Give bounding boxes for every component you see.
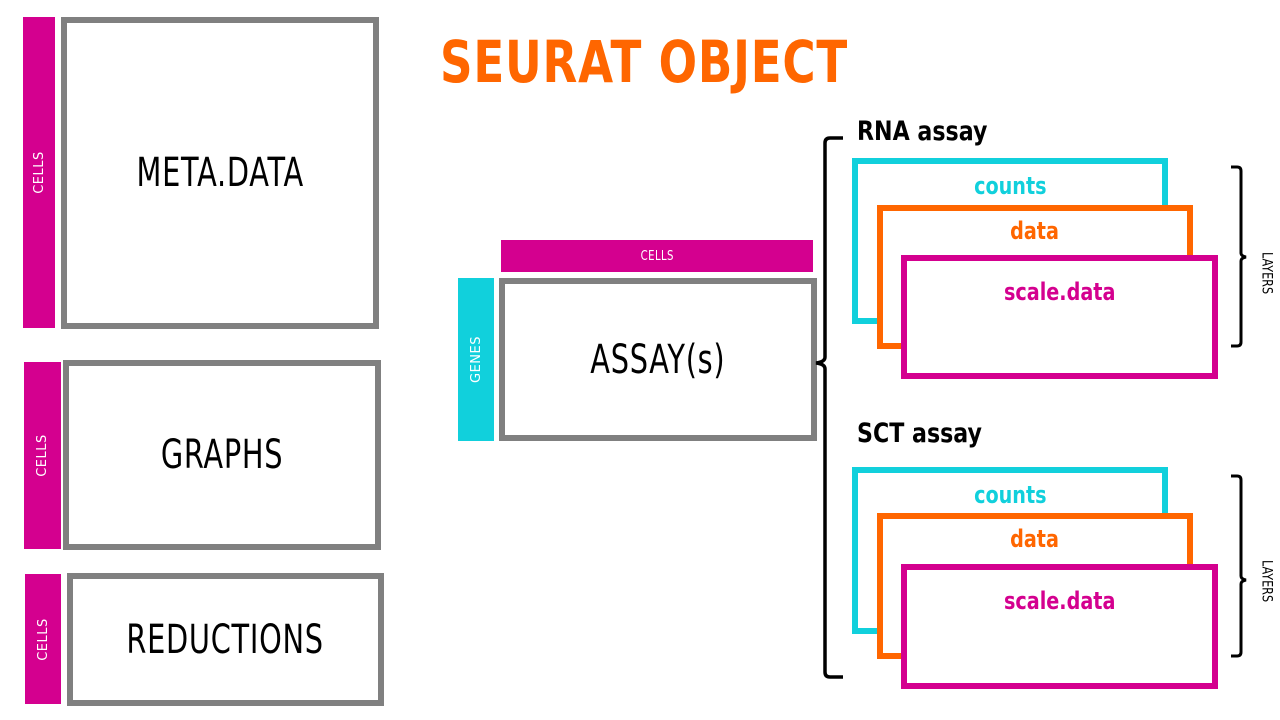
graphs-slot: GRAPHS (63, 360, 381, 550)
rna-layers-label: LAYERS (1258, 251, 1275, 295)
sct-layers-brace (1231, 474, 1247, 658)
assays-brace (815, 136, 843, 679)
sct-scale-data-layer: scale.data (901, 564, 1218, 689)
data-label: data (1010, 217, 1060, 245)
genes-axis-label: GENES (468, 336, 484, 383)
scale-data-label: scale.data (1003, 587, 1116, 615)
assays-genes-axis: GENES (458, 278, 494, 441)
assays-slot: ASSAY(s) (499, 278, 817, 441)
cells-axis-label: CELLS (640, 248, 674, 264)
reductions-label: REDUCTIONS (126, 616, 325, 663)
data-label: data (1010, 525, 1060, 553)
rna-layers-brace (1231, 165, 1247, 348)
graphs-label: GRAPHS (160, 432, 284, 478)
counts-label: counts (973, 481, 1047, 509)
scale-data-label: scale.data (1003, 278, 1116, 306)
meta-data-slot: META.DATA (61, 17, 379, 329)
reductions-slot: REDUCTIONS (67, 573, 384, 706)
rna-scale-data-layer: scale.data (901, 255, 1218, 379)
sct-layers-label: LAYERS (1258, 559, 1275, 603)
assays-cells-axis: CELLS (501, 240, 813, 272)
meta-data-cells-axis: CELLS (23, 17, 55, 328)
rna-assay-title: RNA assay (857, 116, 988, 147)
cells-axis-label: CELLS (35, 617, 51, 661)
diagram-title: SEURAT OBJECT (440, 28, 849, 96)
assays-label: ASSAY(s) (590, 336, 726, 383)
graphs-cells-axis: CELLS (24, 362, 61, 549)
cells-axis-label: CELLS (31, 151, 47, 194)
cells-axis-label: CELLS (35, 434, 50, 477)
counts-label: counts (973, 172, 1047, 200)
reductions-cells-axis: CELLS (25, 574, 61, 704)
meta-data-label: META.DATA (136, 150, 304, 196)
sct-assay-title: SCT assay (857, 418, 982, 449)
